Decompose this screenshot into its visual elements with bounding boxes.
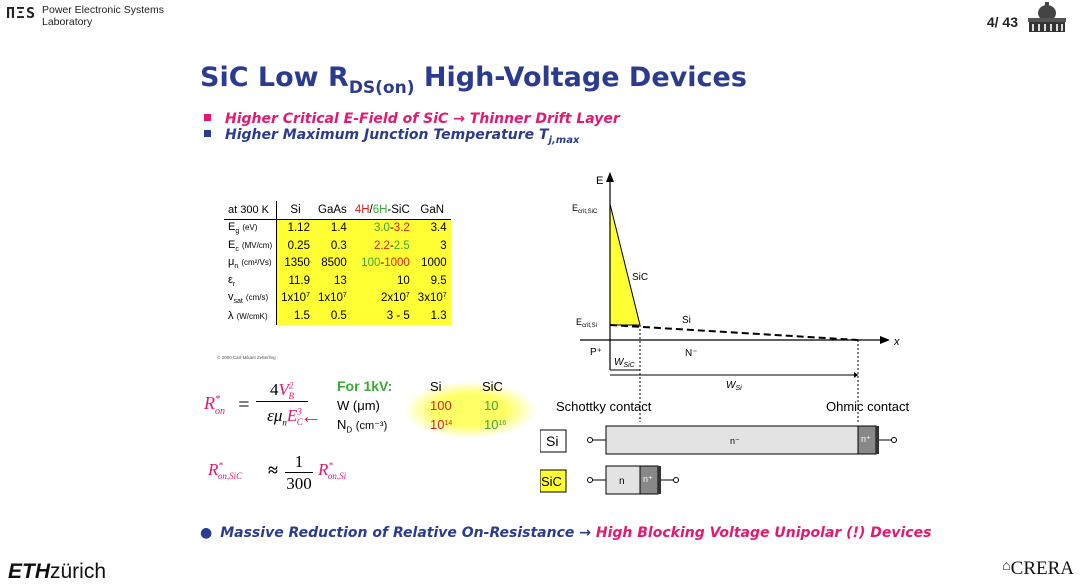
title-main: SiC Low R bbox=[200, 62, 349, 93]
arrow-right-icon bbox=[854, 372, 858, 378]
si-device-label: Si bbox=[546, 433, 558, 449]
si-drift-region bbox=[605, 425, 859, 455]
square-bullet-icon bbox=[204, 130, 211, 137]
bullet-text: Higher Maximum Junction Temperature T bbox=[225, 127, 549, 143]
sic-curve-label: SiC bbox=[632, 272, 648, 283]
terminal-icon bbox=[891, 437, 897, 443]
kv-col-sic: SiC bbox=[482, 379, 503, 394]
left-arrow-icon: ← bbox=[300, 403, 322, 428]
wsic-label: WSiC bbox=[614, 357, 636, 369]
title-subscript: DS(on) bbox=[348, 78, 415, 98]
kv-nd-label: ND (cm⁻³) bbox=[337, 417, 388, 435]
material-table: at 300 K Si GaAs 4H/6H-SiC GaN Eg (eV) 1… bbox=[224, 201, 451, 325]
si-field-line bbox=[609, 324, 859, 341]
conclusion-text-2: High Blocking Voltage Unipolar (!) Devic… bbox=[595, 525, 932, 541]
eth-logo: ETHzürich bbox=[8, 560, 107, 583]
si-contact-bar bbox=[876, 426, 879, 454]
terminal-icon bbox=[587, 437, 593, 443]
table-corner: at 300 K bbox=[224, 201, 278, 220]
kv-col-si: Si bbox=[430, 379, 442, 394]
kv-nd-sic: 1016 bbox=[484, 417, 507, 432]
bullet-dot-icon: ● bbox=[200, 525, 213, 541]
table-row: vsat (cm/s) 1x107 1x107 2x107 3x107 bbox=[224, 289, 451, 307]
copyright-note: © 2000 Carl-Mikael Zetterling bbox=[217, 355, 276, 360]
ron-formula: R*on = 44VV2B εμnE3C bbox=[204, 380, 324, 430]
arrow-right-icon bbox=[880, 336, 890, 344]
x-axis-label: x bbox=[893, 336, 900, 348]
for-1kv-label: For 1kV: bbox=[337, 378, 393, 394]
bullet-text: Higher Critical E-Field of SiC → Thinner… bbox=[225, 111, 620, 127]
kv-w-sic: 10 bbox=[484, 398, 499, 413]
si-device-tag bbox=[540, 429, 567, 453]
sic-nplus-label: n⁺ bbox=[643, 474, 653, 484]
si-curve-label: Si bbox=[682, 315, 691, 326]
sic-field-triangle bbox=[609, 203, 641, 326]
bullet-list: Higher Critical E-Field of SiC → Thinner… bbox=[204, 111, 620, 149]
tower-icon: ⌂ bbox=[1002, 559, 1011, 574]
wsi-label: WSi bbox=[726, 380, 742, 392]
lab-line-1: Power Electronic Systems bbox=[42, 4, 164, 16]
kv-w-label: W (μm) bbox=[337, 398, 380, 413]
col-gaas: GaAs bbox=[313, 201, 351, 220]
sic-device-tag bbox=[540, 469, 567, 493]
conclusion-line: ● Massive Reduction of Relative On-Resist… bbox=[200, 525, 931, 541]
arrow-up-icon bbox=[606, 172, 614, 182]
col-sic: 4H/6H-SiC bbox=[350, 201, 414, 220]
building-icon bbox=[1028, 2, 1066, 32]
col-si: Si bbox=[276, 201, 314, 220]
si-nplus-label: n⁺ bbox=[861, 434, 871, 444]
square-bullet-icon bbox=[204, 114, 211, 121]
pes-logo: ΠΞS bbox=[6, 4, 37, 22]
page-number: 4/ 43 bbox=[986, 14, 1018, 30]
bullet-subscript: j,max bbox=[548, 134, 580, 146]
title-rest: High-Voltage Devices bbox=[414, 62, 747, 93]
p-plus-label: P⁺ bbox=[590, 347, 602, 358]
e-axis-label: E bbox=[596, 175, 603, 187]
highlight-glow bbox=[405, 382, 535, 438]
crera-logo: ⌂CRERA bbox=[1002, 558, 1074, 579]
terminal-icon bbox=[587, 477, 593, 483]
bullet-item: Higher Maximum Junction Temperature Tj,m… bbox=[204, 127, 620, 149]
sic-n-label: n bbox=[619, 476, 625, 487]
lab-name: Power Electronic Systems Laboratory bbox=[42, 4, 164, 28]
kv-nd-si: 1014 bbox=[430, 417, 453, 432]
si-nminus-label: n⁻ bbox=[730, 436, 740, 446]
conclusion-text-1: Massive Reduction of Relative On-Resista… bbox=[220, 525, 596, 541]
sic-device-label: SiC bbox=[541, 474, 562, 489]
col-gan: GaN bbox=[413, 201, 451, 220]
kv-w-si: 100 bbox=[430, 398, 452, 413]
slide-title: SiC Low RDS(on) High-Voltage Devices bbox=[200, 62, 747, 98]
ohmic-contact-label: Ohmic contact bbox=[826, 399, 909, 414]
field-diagram: E x Ecrit,SiC Ecrit,Si SiC Si P⁺ N⁻ WSiC… bbox=[540, 172, 909, 495]
terminal-icon bbox=[673, 477, 679, 483]
n-minus-label: N⁻ bbox=[685, 348, 698, 359]
ecrit-si-label: Ecrit,Si bbox=[576, 317, 597, 329]
bullet-item: Higher Critical E-Field of SiC → Thinner… bbox=[204, 111, 620, 127]
ecrit-sic-label: Ecrit,SiC bbox=[572, 203, 598, 215]
schottky-contact-label: Schottky contact bbox=[556, 399, 652, 414]
sic-contact-bar bbox=[658, 466, 661, 494]
lab-line-2: Laboratory bbox=[42, 16, 93, 28]
